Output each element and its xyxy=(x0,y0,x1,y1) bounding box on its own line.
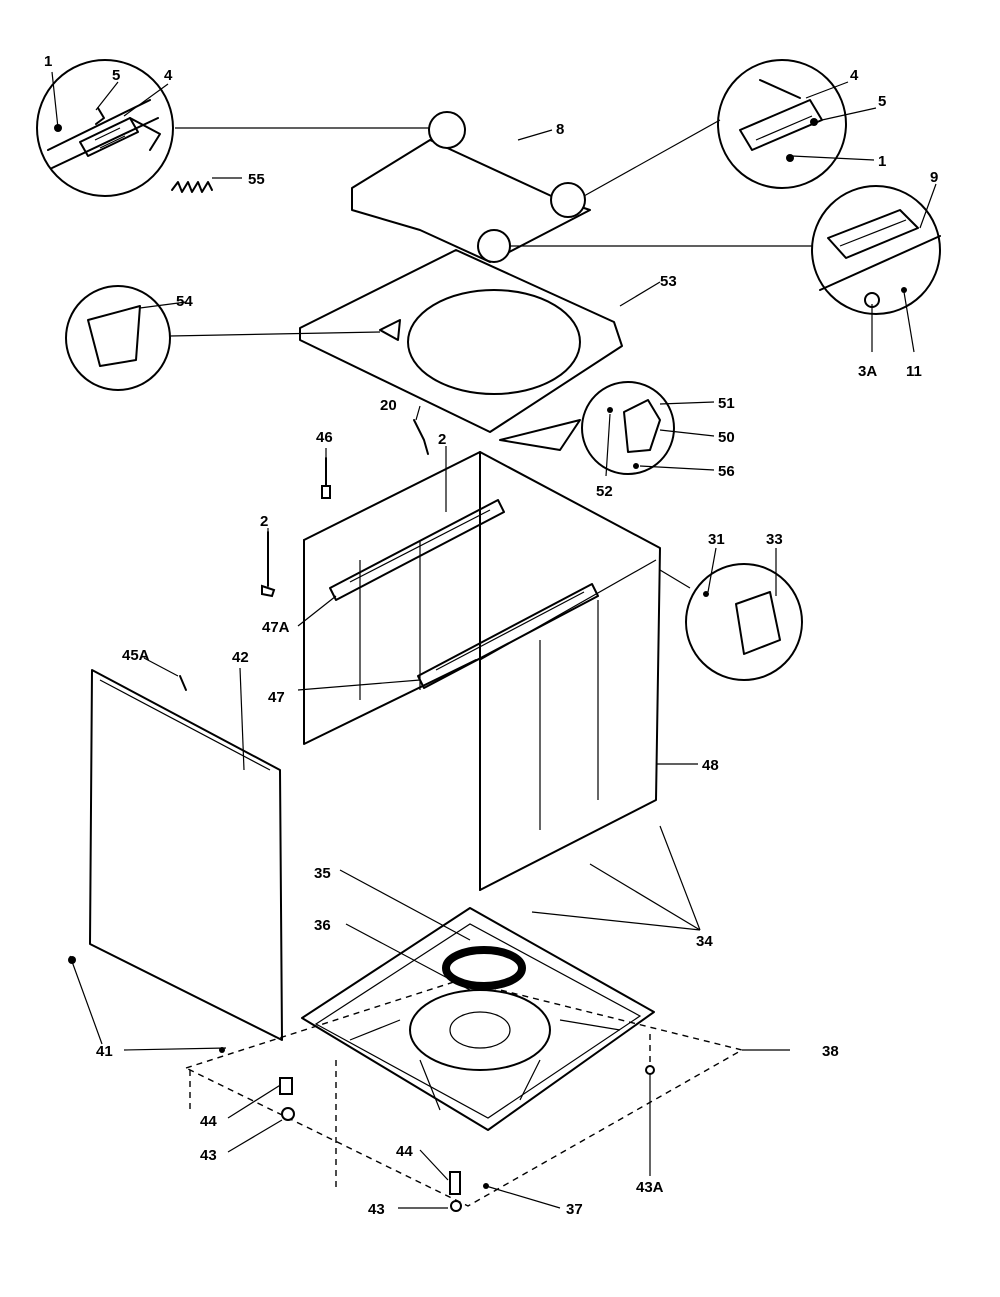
drive-ring xyxy=(442,946,526,990)
cabinet-brace-upper xyxy=(329,499,505,601)
label-4-right: 4 xyxy=(850,67,859,84)
base-frame xyxy=(301,907,655,1131)
detail-circle-hinge-latch xyxy=(811,185,941,315)
detail-circle-hinge-bracket xyxy=(65,285,171,391)
label-11: 11 xyxy=(906,363,922,380)
label-33: 33 xyxy=(766,531,783,548)
top-panel xyxy=(299,249,623,451)
detail-circle-lid-switch xyxy=(581,381,675,475)
label-43A: 43A xyxy=(636,1179,664,1196)
cabinet-brace-lower xyxy=(417,583,599,689)
label-20: 20 xyxy=(380,397,397,414)
label-2-upper: 2 xyxy=(438,431,446,448)
label-3A: 3A xyxy=(858,363,877,380)
label-31: 31 xyxy=(708,531,725,548)
label-55: 55 xyxy=(248,171,265,188)
detail-circle-hinge-left xyxy=(36,59,174,197)
label-5-right: 5 xyxy=(878,93,886,110)
label-51: 51 xyxy=(718,395,735,412)
label-5-left: 5 xyxy=(112,67,120,84)
label-47: 47 xyxy=(268,689,285,706)
label-4-left: 4 xyxy=(164,67,173,84)
cabinet-body xyxy=(303,451,661,891)
label-48: 48 xyxy=(702,757,719,774)
label-38: 38 xyxy=(822,1043,839,1060)
label-43-bottom: 43 xyxy=(368,1201,385,1218)
label-54: 54 xyxy=(176,293,193,310)
spring-part xyxy=(171,181,213,193)
label-43-left: 43 xyxy=(200,1147,217,1164)
label-9: 9 xyxy=(930,169,938,186)
label-41: 41 xyxy=(96,1043,113,1060)
label-44-left: 44 xyxy=(200,1113,217,1130)
label-34: 34 xyxy=(696,933,713,950)
label-44-bottom: 44 xyxy=(396,1143,413,1160)
label-46: 46 xyxy=(316,429,333,446)
label-36: 36 xyxy=(314,917,331,934)
label-8: 8 xyxy=(556,121,564,138)
front-panel xyxy=(89,669,283,1041)
label-52: 52 xyxy=(596,483,613,500)
label-1-left: 1 xyxy=(44,53,52,70)
label-35: 35 xyxy=(314,865,331,882)
detail-circle-cabinet-clip xyxy=(685,563,803,681)
label-56: 56 xyxy=(718,463,735,480)
lid-panel xyxy=(351,111,591,263)
label-47A: 47A xyxy=(262,619,290,636)
label-50: 50 xyxy=(718,429,735,446)
label-53: 53 xyxy=(660,273,677,290)
label-37: 37 xyxy=(566,1201,583,1218)
label-2-left: 2 xyxy=(260,513,268,530)
label-45A: 45A xyxy=(122,647,150,664)
label-1-right: 1 xyxy=(878,153,886,170)
detail-circle-hinge-right xyxy=(717,59,847,189)
label-42: 42 xyxy=(232,649,249,666)
